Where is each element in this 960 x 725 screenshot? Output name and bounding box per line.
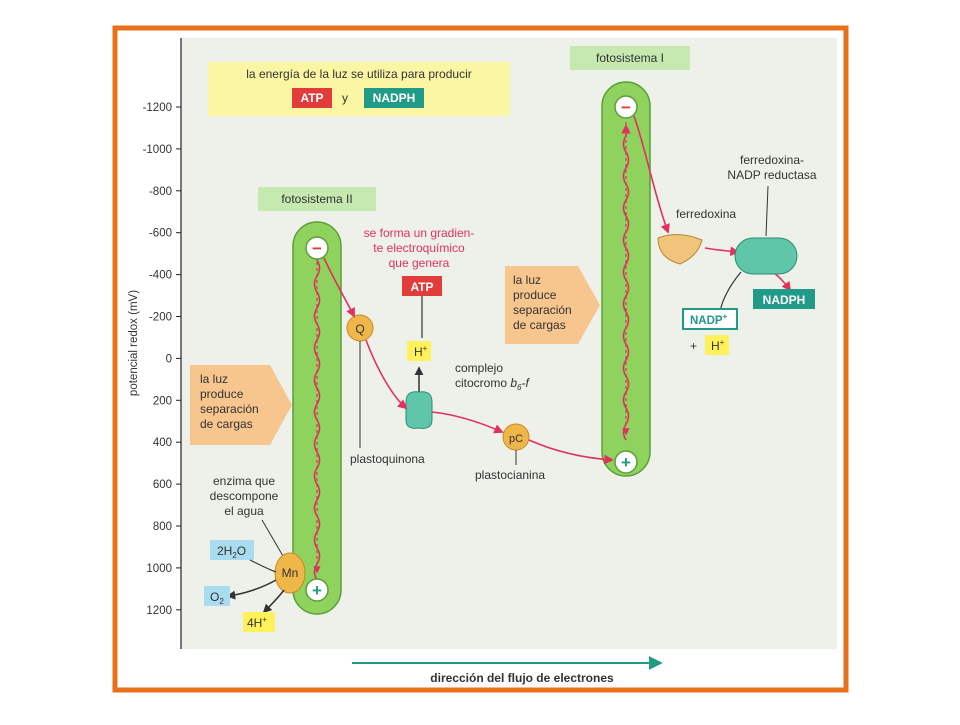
o2-tag — [204, 586, 230, 606]
y-tick-label: -400 — [149, 270, 172, 282]
y-tick-label: -1000 — [143, 144, 172, 156]
o2-arrow — [226, 579, 277, 600]
q-label: Q — [355, 322, 364, 336]
nadph-label: NADPH — [763, 293, 806, 307]
fnr-label-line2: NADP reductasa — [727, 168, 816, 182]
mn-label: Mn — [282, 566, 299, 580]
psii-plus-sign: + — [305, 578, 329, 602]
arrow-psi-to-ferredoxin — [633, 115, 670, 234]
enzyme-line2: descompone — [210, 489, 279, 503]
flow-label: dirección del flujo de electrones — [430, 671, 614, 685]
ferredoxin-label: ferredoxina — [676, 207, 736, 221]
y-tick-label: 200 — [153, 395, 172, 407]
water-splitting: enzima que descompone el agua Mn 2H2O O2… — [204, 474, 306, 632]
y-axis: -1200 -1000 -800 -600 -400 -200 0 200 400 600 800 1… — [128, 38, 182, 649]
plastoquinone-label: plastoquinona — [350, 452, 425, 466]
h4-label: 4H+ — [247, 615, 267, 630]
light-arrow-left: la luz produce separación de cargas — [190, 365, 292, 445]
nadp-hplus: H+ — [711, 338, 725, 353]
fnr-leader-line — [765, 185, 769, 237]
y-tick-label: -600 — [149, 228, 172, 240]
svg-text:separación: separación — [200, 402, 259, 416]
header-nadph-tag — [364, 88, 424, 108]
psi-minus-sign: − — [614, 95, 638, 119]
svg-text:+: + — [312, 581, 322, 600]
svg-text:te electroquímico: te electroquímico — [373, 241, 465, 255]
y-axis-label: potencial redox (mV) — [128, 290, 140, 396]
photosystem-i-tag — [570, 46, 690, 70]
svg-text:separación: separación — [513, 303, 572, 317]
plastocyanin: pC plastocianina — [475, 423, 545, 482]
arrow-q-to-complex — [365, 339, 408, 410]
fnr-label-line1: ferredoxina- — [740, 153, 804, 167]
photosystem-ii-label: fotosistema II — [281, 192, 352, 206]
h4-arrow — [262, 589, 285, 614]
hplus-tag — [407, 341, 431, 361]
enzyme-line3: el agua — [224, 504, 264, 518]
photosystem-i-label: fotosistema I — [596, 51, 664, 65]
complex-line2: citocromo b6-f — [455, 376, 530, 392]
y-tick-label: 1000 — [146, 563, 172, 575]
complex-line1: complejo — [455, 361, 503, 375]
plastocyanin-label: plastocianina — [475, 468, 545, 482]
gradient-atp-label: ATP — [410, 280, 433, 294]
svg-text:−: − — [312, 239, 322, 258]
plastoquinone: Q plastoquinona — [346, 314, 425, 466]
svg-text:produce: produce — [513, 288, 557, 302]
o2-label: O2 — [210, 590, 224, 606]
light-arrow-right: la luz produce separación de cargas — [505, 266, 600, 344]
ferredoxin: ferredoxina — [657, 207, 736, 265]
y-tick-label: -200 — [149, 312, 172, 324]
pc-label: pC — [509, 433, 523, 445]
header-atp-label: ATP — [300, 91, 323, 105]
nadp-plus: + — [690, 339, 697, 353]
psii-minus-sign: − — [305, 236, 329, 260]
y-tick-label: 1200 — [146, 605, 172, 617]
svg-text:se forma un gradien-: se forma un gradien- — [364, 226, 475, 240]
svg-text:la luz: la luz — [513, 273, 541, 287]
h2o-arrow — [249, 559, 277, 573]
arrow-complex-to-pc — [431, 411, 504, 434]
h2o-tag — [210, 540, 254, 560]
nadp-label: NADP+ — [690, 312, 728, 327]
nadp-reactants: NADP+ + H+ — [682, 271, 742, 355]
y-tick-label: 600 — [153, 479, 172, 491]
header-box: la energía de la luz se utiliza para pro… — [208, 62, 510, 116]
enzyme-line1: enzima que — [213, 474, 275, 488]
h2o-label: 2H2O — [217, 544, 246, 560]
y-tick-label: -1200 — [143, 102, 172, 114]
header-nadph-label: NADPH — [373, 91, 416, 105]
y-tick-label: 400 — [153, 437, 172, 449]
header-line1: la energía de la luz se utiliza para pro… — [246, 67, 471, 81]
arrow-pc-to-psi — [528, 439, 614, 465]
svg-text:+: + — [621, 453, 631, 472]
y-tick-label: 0 — [166, 353, 172, 365]
photosystem-ii-tag — [258, 187, 376, 211]
gradient-note: se forma un gradien- te electroquímico q… — [364, 226, 475, 392]
y-tick-label: 800 — [153, 521, 172, 533]
mn-cluster — [274, 552, 306, 594]
h4-tag — [243, 612, 275, 632]
psi-plus-sign: + — [614, 450, 638, 474]
gradient-atp-tag — [402, 276, 442, 296]
svg-text:la luz: la luz — [200, 372, 228, 386]
enzyme-leader-line — [261, 519, 284, 557]
svg-text:de cargas: de cargas — [200, 417, 253, 431]
y-tick-label: -800 — [149, 186, 172, 198]
arrow-psii-to-q — [323, 257, 355, 318]
svg-text:que genera: que genera — [389, 256, 450, 270]
svg-text:produce: produce — [200, 387, 244, 401]
fnr-enzyme: ferredoxina- NADP reductasa — [727, 153, 817, 275]
hplus-label: H+ — [414, 344, 428, 359]
header-y: y — [342, 91, 348, 105]
nadph-product: NADPH — [753, 289, 815, 309]
electron-flow: dirección del flujo de electrones — [352, 656, 663, 685]
svg-text:de cargas: de cargas — [513, 318, 566, 332]
cytochrome-b6f: complejo citocromo b6-f — [405, 361, 530, 429]
header-atp-tag — [292, 88, 332, 108]
svg-text:−: − — [621, 98, 631, 117]
